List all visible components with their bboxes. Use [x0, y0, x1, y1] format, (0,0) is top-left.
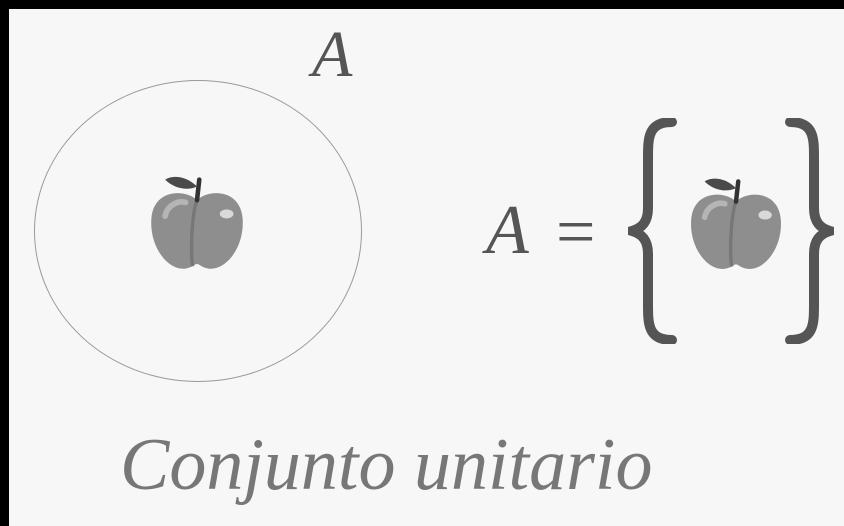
equals-sign: =: [556, 198, 595, 268]
right-brace-icon: [782, 118, 834, 344]
equation-set-name: A: [486, 196, 529, 266]
diagram-caption: Conjunto unitario: [120, 428, 652, 502]
apple-icon: [140, 166, 254, 280]
left-brace-icon: [628, 118, 680, 344]
venn-set-label: A: [312, 22, 352, 88]
apple-icon: [680, 168, 792, 280]
